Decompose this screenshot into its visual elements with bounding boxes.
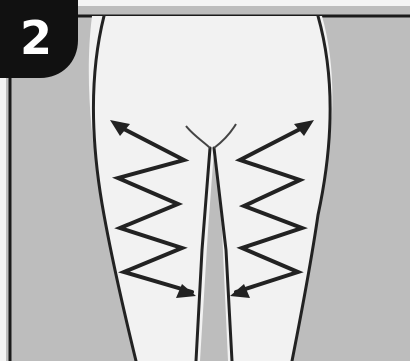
step-badge-shape	[0, 0, 78, 78]
